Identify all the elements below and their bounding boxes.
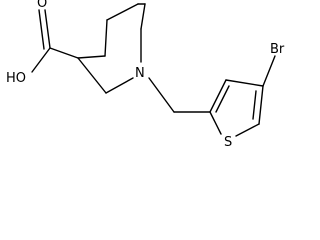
bond-c4-c5-thiophene-inner bbox=[252, 90, 257, 120]
bond-c3-c4 bbox=[106, 3, 139, 21]
bond-c2-c3-thiophene bbox=[209, 79, 227, 113]
atom-label-hydroxyl: HO bbox=[6, 71, 26, 86]
bond-ccarboxyl-o-double-a bbox=[44, 9, 51, 49]
thiophene-ring bbox=[209, 79, 264, 137]
bond-c1-c2 bbox=[77, 57, 107, 94]
bond-c5-c6 bbox=[140, 3, 146, 30]
bond-c4-br bbox=[262, 55, 276, 87]
bond-c2-c3 bbox=[104, 19, 108, 57]
atom-label-bromine: Br bbox=[270, 42, 285, 57]
bond-s-c2 bbox=[209, 111, 222, 135]
methylene-linker bbox=[148, 77, 211, 113]
atom-label-nitrogen: N bbox=[135, 66, 145, 81]
atom-label-oxygen: O bbox=[37, 0, 47, 11]
chemical-structure: O HO N Br S bbox=[6, 0, 285, 150]
bond-c3-c4-thiophene bbox=[225, 79, 264, 87]
bond-c2-top bbox=[77, 55, 106, 59]
bond-n-ch2 bbox=[148, 77, 175, 113]
atom-label-sulfur: S bbox=[224, 135, 232, 150]
bond-ccarboxyl-o-double-b bbox=[38, 9, 45, 50]
bond-c2-ccarboxyl bbox=[49, 47, 79, 59]
bond-ccarboxyl-oh bbox=[31, 47, 51, 73]
carboxyl-group bbox=[31, 9, 79, 73]
piperidine-ring bbox=[77, 3, 146, 94]
bond-n-c1 bbox=[105, 77, 134, 94]
bond-c5-s bbox=[235, 123, 260, 137]
bond-c2-c3-thiophene-inner bbox=[215, 85, 230, 113]
bond-c4-c5-thiophene bbox=[258, 85, 264, 125]
